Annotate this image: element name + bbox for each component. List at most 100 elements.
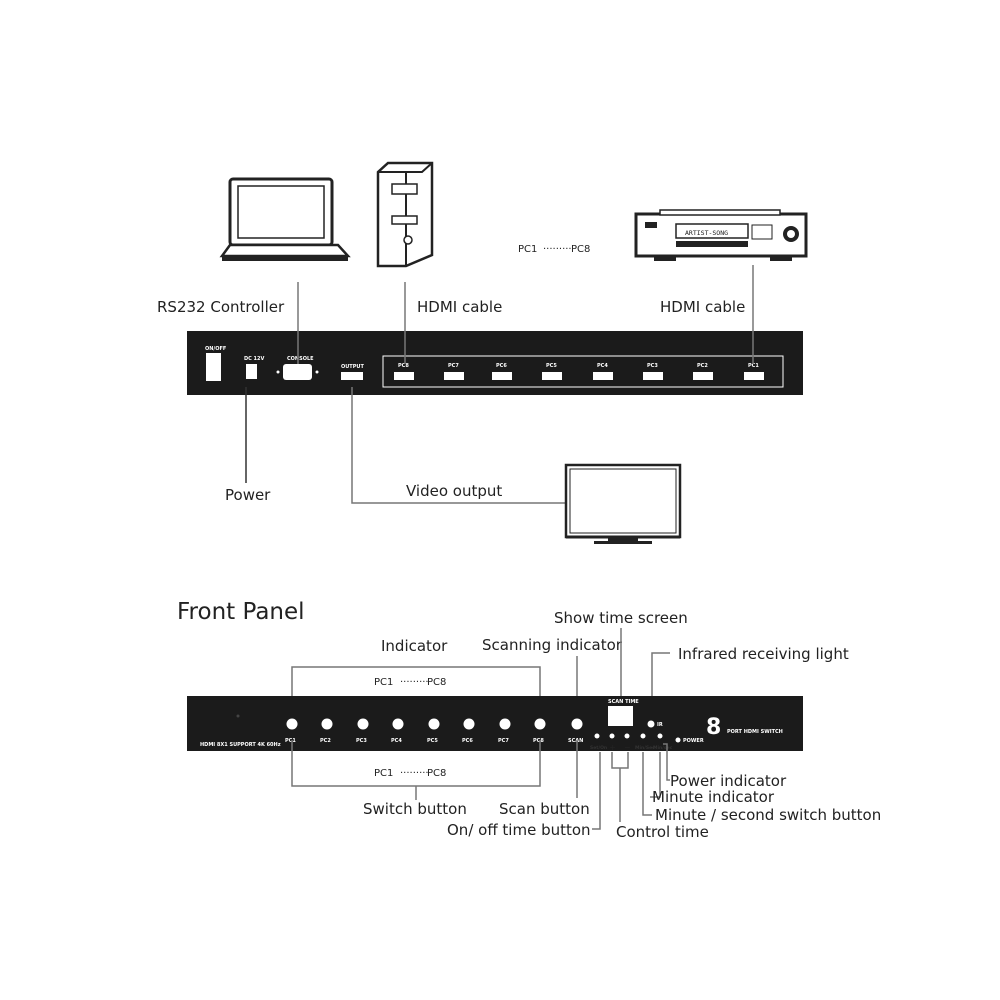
min-sec-switch-button[interactable] xyxy=(640,733,646,739)
indicator-label: Indicator xyxy=(381,637,448,655)
power-indicator-line xyxy=(663,743,670,781)
front-panel-title: Front Panel xyxy=(177,599,305,625)
console-port xyxy=(283,364,312,380)
hdmi-cable-left-label: HDMI cable xyxy=(417,298,502,316)
pc-switch-button[interactable] xyxy=(499,718,511,730)
min-sec-switch-line xyxy=(642,752,652,816)
pc-switch-button[interactable] xyxy=(392,718,404,730)
ir-label: IR xyxy=(657,722,663,728)
onoff-switch-label: ON/OFF xyxy=(205,346,226,352)
plus-tiny-label: + xyxy=(609,743,616,752)
time-minus-button[interactable] xyxy=(624,733,630,739)
rear-port-label: PC5 xyxy=(546,363,557,369)
dc-jack xyxy=(246,364,257,379)
control-time-label: Control time xyxy=(616,823,709,841)
scanning-indicator-label: Scanning indicator xyxy=(482,636,623,654)
onoff-time-button[interactable] xyxy=(594,733,600,739)
minute-indicator-light xyxy=(657,733,663,739)
control-time-bracket xyxy=(611,752,629,769)
model-text: HDMI 8X1 SUPPORT 4K 60Hz xyxy=(200,742,281,748)
rear-port xyxy=(394,372,414,380)
pc-switch-button[interactable] xyxy=(286,718,298,730)
rear-port xyxy=(744,372,764,380)
rear-port-label: PC1 xyxy=(748,363,759,369)
scan-button-label: Scan button xyxy=(499,800,590,818)
rear-pc-range-dots: ········· xyxy=(543,244,572,255)
pc-button-label: PC5 xyxy=(427,738,438,744)
min-sec-switch-label: Minute / second switch button xyxy=(655,806,881,824)
rear-pc-range-end: PC8 xyxy=(571,244,590,255)
rear-port-label: PC6 xyxy=(496,363,507,369)
rear-port-label: PC3 xyxy=(647,363,658,369)
brand-number: 8 xyxy=(706,715,721,740)
top-range-start: PC1 xyxy=(374,677,393,688)
pc-switch-button[interactable] xyxy=(534,718,546,730)
top-range-end: PC8 xyxy=(427,677,446,688)
ir-receiver-light xyxy=(647,720,655,728)
onoff-switch xyxy=(206,353,221,381)
bottom-range-end: PC8 xyxy=(427,768,446,779)
video-output-line xyxy=(351,387,568,504)
pc-button-label: PC1 xyxy=(285,738,296,744)
minute-tiny-label: Min/sec xyxy=(653,745,673,751)
rear-port xyxy=(593,372,613,380)
time-screen-caption: SCAN TIME xyxy=(608,699,639,705)
rear-port xyxy=(542,372,562,380)
top-range-dots: ········· xyxy=(400,677,429,688)
rear-port-label: PC4 xyxy=(597,363,608,369)
pc-button-label: PC7 xyxy=(498,738,509,744)
rear-pc-range-start: PC1 xyxy=(518,244,537,255)
scan-button[interactable] xyxy=(571,718,583,730)
onoff-time-label: On/ off time button xyxy=(447,821,591,839)
pc-button-label: PC2 xyxy=(320,738,331,744)
bottom-range-dots: ········· xyxy=(400,768,429,779)
monitor-icon xyxy=(564,463,682,544)
front-pc-buttons: PC1 PC2 PC3 PC4 PC5 PC6 PC7 PC8 xyxy=(285,718,546,744)
pc-button-label: PC6 xyxy=(462,738,473,744)
show-time-screen-label: Show time screen xyxy=(554,609,688,627)
rear-port xyxy=(492,372,512,380)
pc-switch-button[interactable] xyxy=(428,718,440,730)
laptop-icon xyxy=(219,177,351,261)
rear-input-ports: PC8 PC7 PC6 PC5 PC4 PC3 PC2 PC1 xyxy=(394,363,764,380)
switch-button-label: Switch button xyxy=(363,800,467,818)
rear-port-label: PC8 xyxy=(398,363,409,369)
infrared-light-label: Infrared receiving light xyxy=(678,645,849,663)
power-indicator-light xyxy=(675,737,681,743)
front-panel: HDMI 8X1 SUPPORT 4K 60Hz PC1 PC2 PC3 PC4… xyxy=(187,696,803,751)
pc-switch-button[interactable] xyxy=(321,718,333,730)
pc-button-label: PC8 xyxy=(533,738,544,744)
time-plus-button[interactable] xyxy=(609,733,615,739)
rear-panel: ON/OFF DC 12V CONSOLE OUTPUT PC8 PC7 PC6… xyxy=(187,331,803,395)
minute-indicator-label: Minute indicator xyxy=(652,788,775,806)
minute-indicator-line xyxy=(650,752,661,798)
desktop-tower-icon xyxy=(376,161,434,268)
output-port xyxy=(341,372,363,380)
brand-text: PORT HDMI SWITCH xyxy=(727,729,783,735)
rear-port xyxy=(444,372,464,380)
video-output-label: Video output xyxy=(406,482,502,500)
bottom-range-start: PC1 xyxy=(374,768,393,779)
power-label: Power xyxy=(225,486,271,504)
av-receiver-icon: ARTIST-SONG xyxy=(634,209,808,261)
pc-button-label: PC3 xyxy=(356,738,367,744)
power-label-panel: POWER xyxy=(683,738,704,744)
pc-switch-button[interactable] xyxy=(463,718,475,730)
rear-port-label: PC7 xyxy=(448,363,459,369)
minus-tiny-label: − xyxy=(624,743,631,752)
power-indicator-label: Power indicator xyxy=(670,772,787,790)
rear-port-label: PC2 xyxy=(697,363,708,369)
rear-port xyxy=(643,372,663,380)
pc-button-label: PC4 xyxy=(391,738,402,744)
scan-label: SCAN xyxy=(568,738,583,744)
time-screen xyxy=(608,706,633,726)
receiver-display-text: ARTIST-SONG xyxy=(685,229,728,237)
onoff-tiny-label: Set/On xyxy=(590,745,607,751)
pc-switch-button[interactable] xyxy=(357,718,369,730)
rear-port xyxy=(693,372,713,380)
dc-label: DC 12V xyxy=(244,356,265,362)
minsec-tiny-label: Min/Sec xyxy=(635,745,655,751)
onoff-time-line xyxy=(592,752,601,830)
console-label: CONSOLE xyxy=(287,356,314,362)
